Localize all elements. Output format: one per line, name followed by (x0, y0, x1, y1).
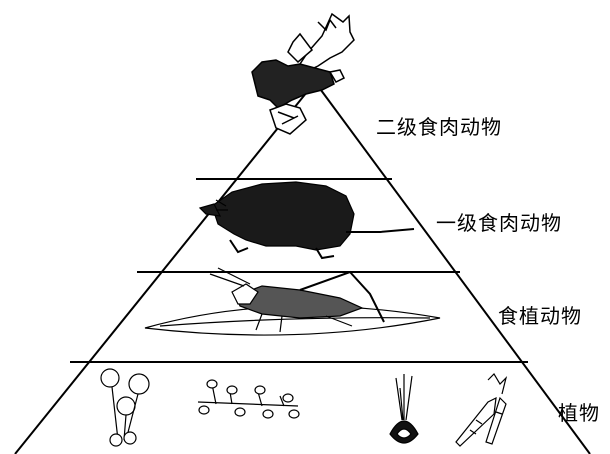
level-label-primary-carnivore: 一级食肉动物 (436, 207, 562, 236)
pyramid-outline (15, 82, 590, 454)
shrew-icon (200, 182, 414, 258)
level-label-plant: 植物 (558, 397, 600, 426)
level-label-herbivore: 食植动物 (498, 300, 582, 329)
onion-plant-icon (390, 374, 418, 443)
plant-icons (101, 369, 506, 446)
sprig-plant-icon (198, 380, 299, 418)
carrot-plant-icon (456, 374, 506, 446)
grasshopper-icon (145, 268, 440, 335)
eagle-icon (252, 14, 354, 134)
level-label-secondary-carnivore: 二级食肉动物 (376, 111, 502, 140)
clover-plant-icon (101, 369, 149, 446)
